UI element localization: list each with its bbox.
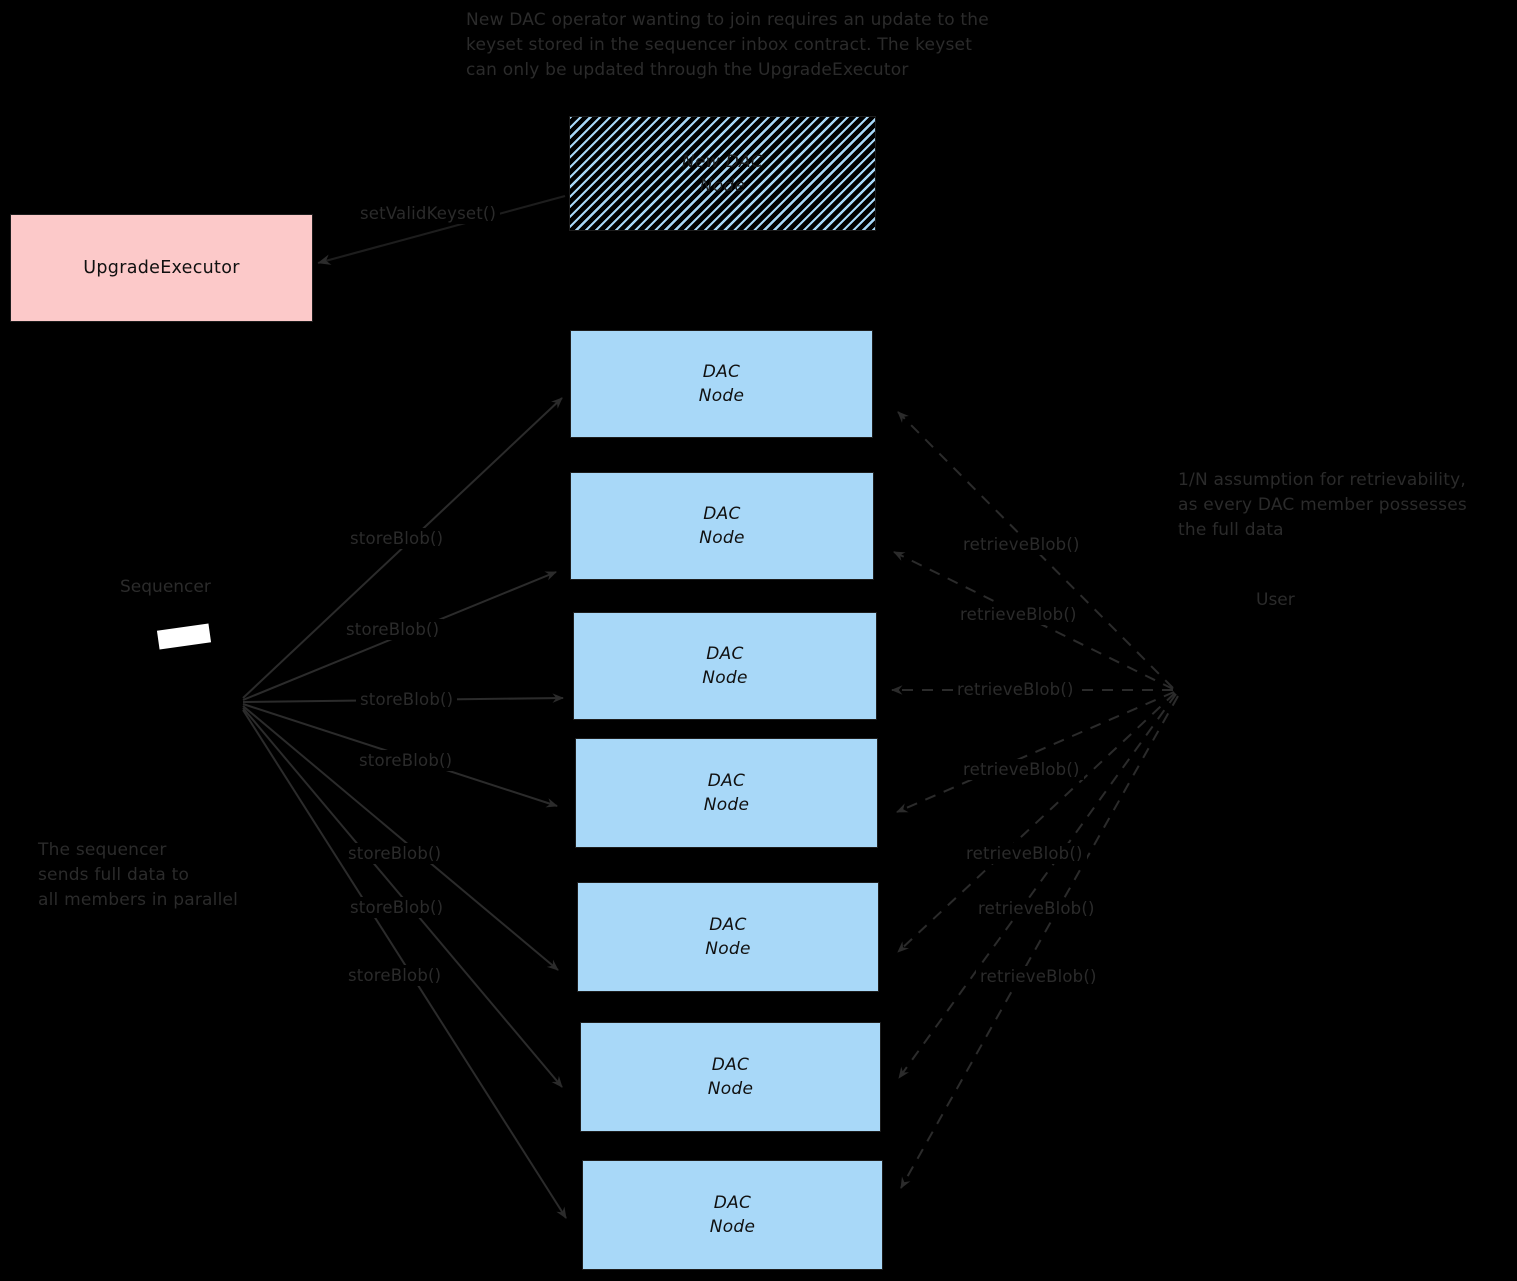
dac-node-label-6: DAC Node [707,1055,754,1099]
sequencer-label: Sequencer [120,577,211,597]
dac-node-label-3: DAC Node [702,644,748,688]
dac-node-label-7: DAC Node [709,1193,756,1237]
edge-label-retrieve-blob-1: retrieveBlob() [959,534,1084,555]
dac-node-label-5: DAC Node [705,915,751,959]
edge-label-store-blob-3: storeBlob() [356,689,458,710]
edges-store-blob [242,397,567,1219]
dac-node-label-4: DAC Node [703,771,750,815]
edge-label-retrieve-blob-7: retrieveBlob() [976,966,1101,987]
new-dac-node-box[interactable]: New DAC Node [569,116,876,231]
edge-label-store-blob-7: storeBlob() [344,965,446,986]
note-bottom-left: The sequencer sends full data to all mem… [38,840,239,910]
edge-label-store-blob-2: storeBlob() [342,619,444,640]
note-top: New DAC operator wanting to join require… [466,10,989,80]
dac-node-label-1: DAC Node [698,362,745,406]
dac-node-box-7[interactable]: DAC Node [582,1160,883,1270]
edge-label-store-blob-4: storeBlob() [355,750,457,771]
user-label: User [1256,590,1295,610]
dac-node-box-3[interactable]: DAC Node [573,612,877,720]
edge-label-store-blob-5: storeBlob() [344,843,446,864]
upgrade-executor-label: UpgradeExecutor [83,258,240,278]
dac-node-box-1[interactable]: DAC Node [570,330,873,438]
edge-set-valid-keyset [317,194,566,265]
note-right: 1/N assumption for retrievability, as ev… [1178,470,1467,540]
edge-label-set-valid-keyset: setValidKeyset() [356,203,501,224]
new-dac-node-label: New DAC Node [681,151,764,196]
dac-node-box-4[interactable]: DAC Node [575,738,878,848]
dac-node-box-6[interactable]: DAC Node [580,1022,881,1132]
dac-node-box-2[interactable]: DAC Node [570,472,874,580]
edge-label-store-blob-1: storeBlob() [346,528,448,549]
dac-node-box-5[interactable]: DAC Node [577,882,879,992]
edge-label-retrieve-blob-5: retrieveBlob() [962,843,1087,864]
upgrade-executor-box[interactable]: UpgradeExecutor [10,214,313,322]
edge-label-retrieve-blob-4: retrieveBlob() [959,759,1084,780]
edge-label-retrieve-blob-3: retrieveBlob() [953,679,1078,700]
edges-retrieve-blob [891,411,1179,1189]
edge-label-retrieve-blob-6: retrieveBlob() [974,898,1099,919]
dac-node-label-2: DAC Node [699,504,745,548]
edge-label-store-blob-6: storeBlob() [346,897,448,918]
edge-label-retrieve-blob-2: retrieveBlob() [956,604,1081,625]
